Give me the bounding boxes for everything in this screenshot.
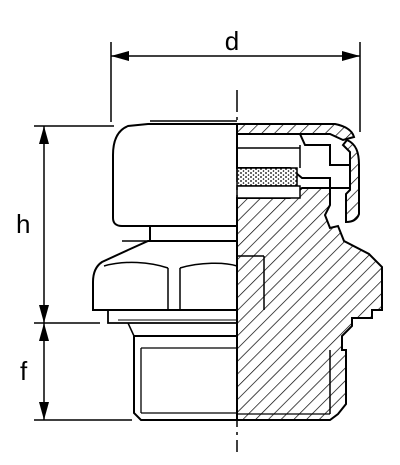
cap-section-top (236, 123, 356, 142)
dim-f-arrow-top (39, 323, 49, 341)
dim-d-arrow-right (342, 51, 360, 61)
dimension-d: d (110, 26, 361, 132)
dim-f-arrow-bottom (39, 402, 49, 420)
external-view-half (92, 120, 238, 421)
hex-flat-curve-right (179, 262, 238, 269)
dim-h-arrow-bottom (39, 305, 49, 323)
body-section (236, 187, 383, 421)
cap-outline (112, 123, 237, 227)
hex-nut-outline (92, 240, 237, 311)
dim-h-label: h (16, 209, 30, 239)
filter-element (236, 167, 298, 187)
dim-d-arrow-left (111, 51, 129, 61)
dim-d-label: d (225, 26, 239, 56)
vent-gap (236, 185, 301, 199)
thread-chamfer-top (127, 322, 135, 337)
dimension-h: h (16, 125, 114, 324)
washer-outline (107, 310, 237, 324)
dim-h-arrow-top (39, 126, 49, 144)
hex-flat-curve-left (103, 261, 169, 269)
section-view-half (236, 123, 383, 421)
thread-outline (133, 336, 237, 421)
dim-f-label: f (20, 356, 28, 386)
dimension-f: f (20, 323, 132, 421)
neck-outline (149, 226, 237, 242)
